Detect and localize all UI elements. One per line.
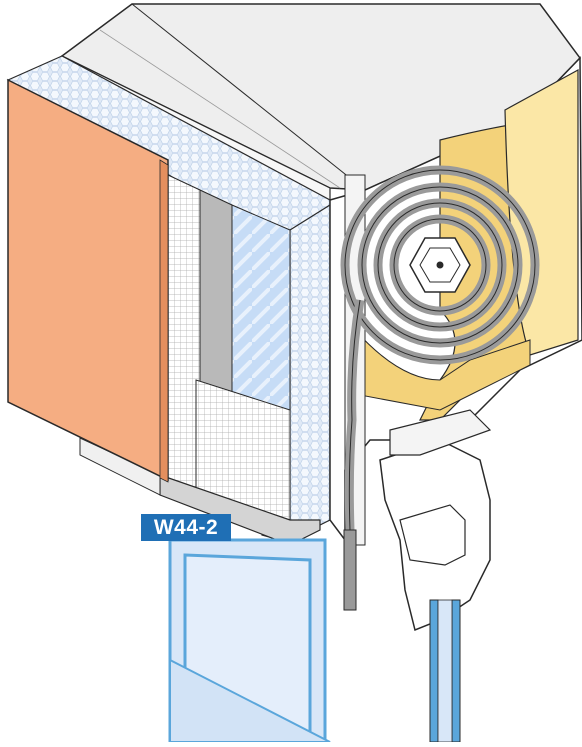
shutter-axle-icon	[340, 165, 540, 365]
guide-rail-icon	[379, 409, 492, 632]
base-profile	[79, 437, 321, 546]
window-frame-icon	[168, 538, 461, 744]
render-panel	[7, 78, 169, 483]
section-label: W44-2	[141, 514, 231, 541]
grey-layers	[167, 174, 291, 521]
hanging-slats	[343, 299, 365, 611]
